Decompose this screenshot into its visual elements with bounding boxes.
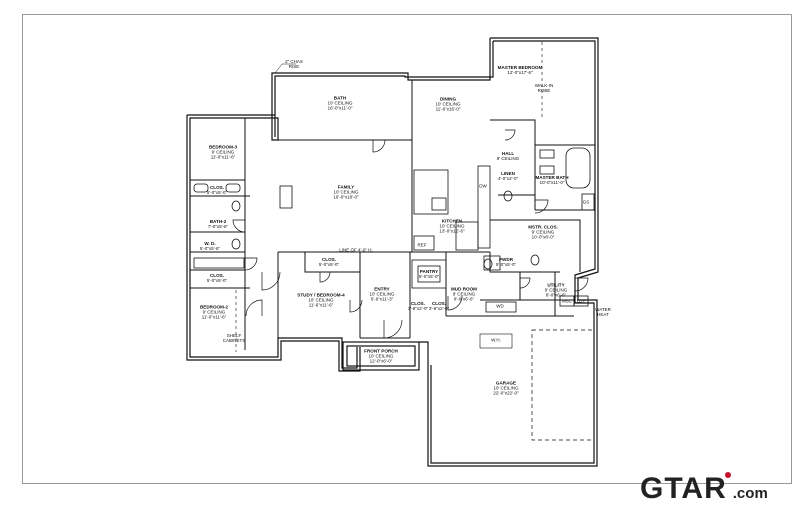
bath-fixtures	[193, 147, 595, 270]
room-label-wd: W. D.5'-0"x5'-6"	[199, 241, 221, 251]
gtar-logo: GTAR.com	[640, 472, 768, 505]
exterior-walls	[186, 37, 599, 467]
room-label-clos-1: CLOS.5'-0"x5'-0"	[206, 185, 228, 195]
water-heater-box	[479, 333, 513, 349]
wh-note: W.H.	[491, 337, 501, 343]
sheet-border	[22, 14, 792, 484]
room-label-clos-2: CLOS.5'-0"x5'-0"	[206, 273, 228, 283]
line-note: LINE OF 4'-0" H.	[339, 247, 373, 253]
gs-note: GS	[582, 199, 590, 205]
room-label-clos-4: CLOS.3'-6"x2'-0"	[407, 301, 429, 311]
water-heater-note: WATER HEAT	[595, 307, 611, 317]
wd-box-note: WD	[496, 303, 504, 309]
room-label-clos-5: CLOS.3'-6"x2'-0"	[428, 301, 450, 311]
kitchen-counters	[411, 165, 589, 313]
msc-note: MSC	[562, 298, 572, 304]
chimney-note: 2" CHAS RISE	[285, 59, 303, 69]
ldy-note: LDY	[576, 298, 586, 304]
logo-accent-dot	[724, 472, 731, 478]
garage-parking-outline	[531, 329, 595, 441]
dw-note: DW	[479, 183, 487, 189]
interior-walls	[190, 80, 595, 350]
wardrobe-note: WALK-IN ROBE	[534, 83, 554, 93]
ref-note: REF	[417, 242, 427, 248]
door-swings	[232, 129, 589, 339]
room-label-clos-3: CLOS.5'-0"x5'-0"	[318, 257, 340, 267]
shelf-note: SHELF CABINETS	[222, 333, 246, 343]
